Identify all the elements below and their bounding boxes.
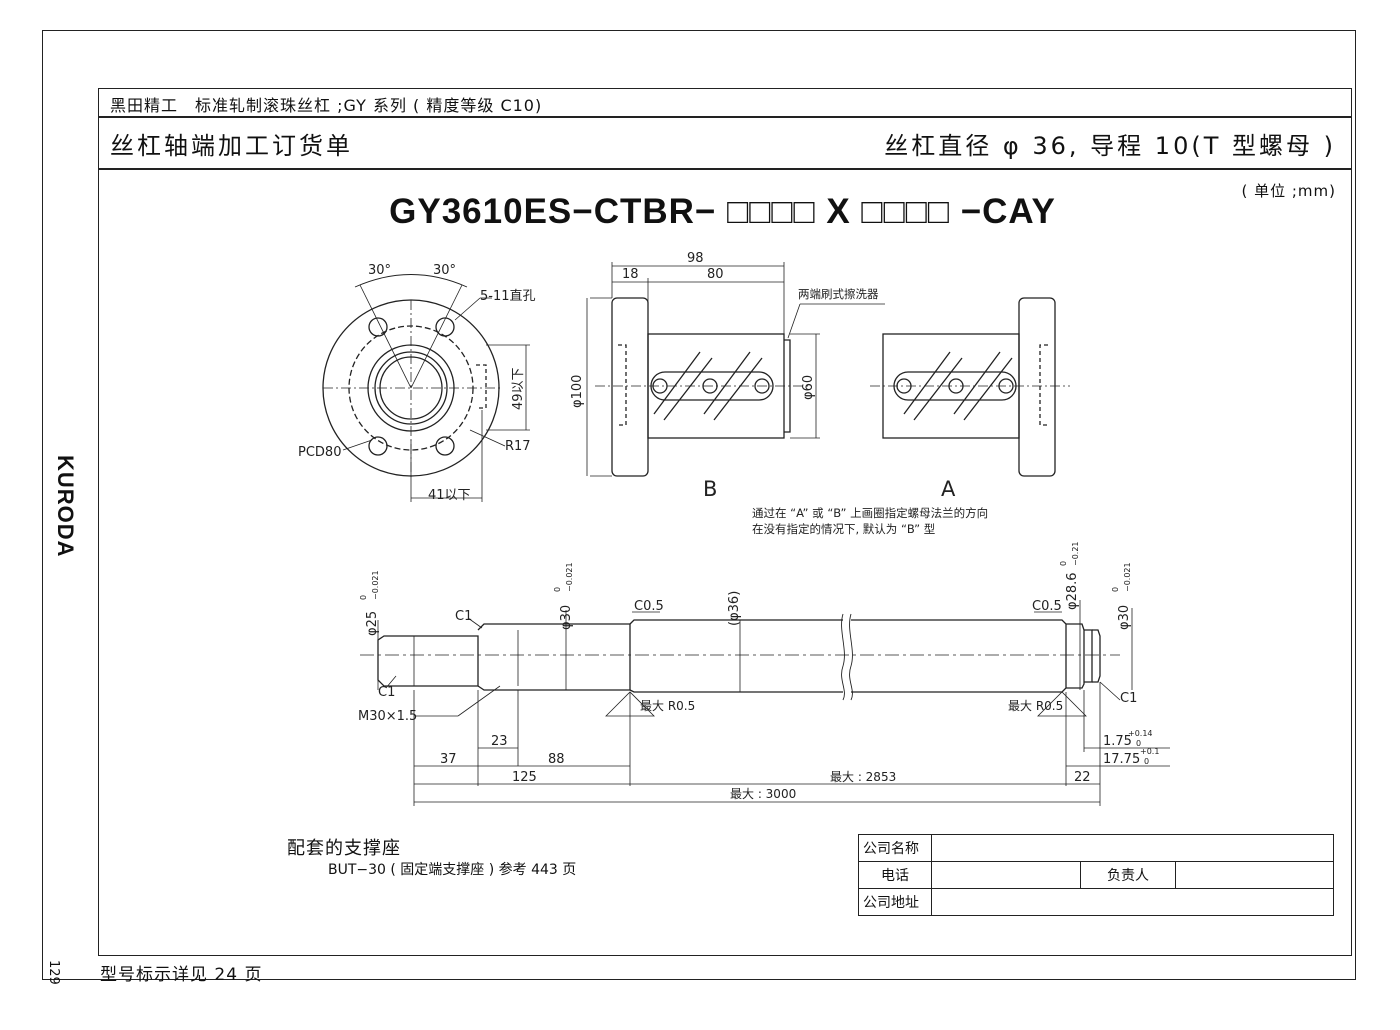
nut-note-1: 通过在 “A” 或 “B” 上画圈指定螺母法兰的方向 bbox=[752, 506, 988, 520]
company-name-label: 公司名称 bbox=[858, 834, 932, 862]
brand-logo: KURODA bbox=[53, 455, 78, 558]
shaft-dim-3000: 最大 : 3000 bbox=[730, 787, 796, 801]
nut-wiper-label: 两端刷式擦洗器 bbox=[798, 287, 879, 301]
shaft-radius-left: 最大 R0.5 bbox=[640, 699, 695, 713]
shaft-chamfer-c1-top: C1 bbox=[455, 609, 472, 624]
flange-pcd-label: PCD80 bbox=[298, 445, 341, 460]
shaft-dim-1775-tol-up: +0.1 bbox=[1140, 747, 1159, 756]
shaft-chamfer-c1-bottom: C1 bbox=[378, 685, 395, 700]
page-number: 129 bbox=[46, 960, 61, 985]
contact-field[interactable] bbox=[1175, 861, 1334, 889]
shaft-dia-36: (φ36) bbox=[727, 591, 742, 626]
shaft-dim-175-tol-up: +0.14 bbox=[1128, 729, 1153, 738]
shaft-dim-88: 88 bbox=[548, 752, 565, 767]
nut-flange-diameter: φ100 bbox=[570, 375, 585, 408]
flange-angle-right: 30° bbox=[433, 263, 456, 278]
shaft-dim-22: 22 bbox=[1074, 770, 1091, 785]
shaft-dim-1775-tol-low: 0 bbox=[1144, 757, 1149, 766]
shaft-dim-2853: 最大 : 2853 bbox=[830, 770, 896, 784]
shaft-dim-175-tol-low: 0 bbox=[1136, 739, 1141, 748]
support-reference: BUT−30 ( 固定端支撑座 ) 参考 443 页 bbox=[328, 862, 577, 878]
flange-width-label: 41以下 bbox=[428, 488, 471, 503]
nut-view-label-a: A bbox=[941, 477, 956, 501]
shaft-radius-right: 最大 R0.5 bbox=[1008, 699, 1063, 713]
contact-label: 负责人 bbox=[1080, 861, 1176, 889]
unit-note: ( 单位 ;mm) bbox=[1241, 182, 1336, 200]
shaft-dim-125: 125 bbox=[512, 770, 537, 785]
screw-spec: 丝杠直径 φ 36, 导程 10(T 型螺母 ) bbox=[884, 132, 1336, 160]
shaft-dim-1775: 17.75 bbox=[1103, 752, 1140, 767]
shaft-chamfer-c05-right: C0.5 bbox=[1032, 599, 1062, 614]
phone-label: 电话 bbox=[858, 861, 932, 889]
nut-view-label-b: B bbox=[703, 477, 717, 501]
shaft-thread-label: M30×1.5 bbox=[358, 709, 417, 724]
shaft-chamfer-c1-right: C1 bbox=[1120, 691, 1137, 706]
shaft-dia-30-tol-up: 0 bbox=[553, 587, 562, 592]
address-field[interactable] bbox=[931, 888, 1334, 916]
inner-frame bbox=[98, 88, 1352, 956]
flange-hole-label: 5-11直孔 bbox=[480, 289, 536, 304]
shaft-dia-25: φ25 bbox=[365, 611, 380, 636]
shaft-dia-30-right-tol-up: 0 bbox=[1111, 587, 1120, 592]
outer-frame bbox=[42, 30, 1356, 980]
flange-view bbox=[322, 274, 530, 502]
header-series: 黑田精工 标准轧制滚珠丝杠 ;GY 系列 ( 精度等级 C10) bbox=[110, 96, 543, 115]
shaft-dia-28-tol-up: 0 bbox=[1059, 561, 1068, 566]
shaft-dim-175: 1.75 bbox=[1103, 734, 1132, 749]
phone-field[interactable] bbox=[931, 861, 1081, 889]
nut-dim-total: 98 bbox=[687, 251, 704, 266]
flange-height-label: 49以下 bbox=[511, 367, 526, 410]
flange-radius-label: R17 bbox=[505, 439, 531, 454]
nut-body-diameter: φ60 bbox=[801, 375, 816, 400]
shaft-chamfer-c05-left: C0.5 bbox=[634, 599, 664, 614]
shaft-view bbox=[360, 600, 1170, 806]
nut-view-b bbox=[586, 262, 885, 477]
nut-view-a bbox=[870, 297, 1070, 477]
shaft-dim-23: 23 bbox=[491, 734, 508, 749]
shaft-dia-25-tol-low: −0.021 bbox=[371, 570, 380, 600]
page-title: 丝杠轴端加工订货单 bbox=[110, 132, 353, 160]
footnote: 型号标示详见 24 页 bbox=[100, 965, 263, 985]
shaft-dia-28-tol-low: −0.21 bbox=[1071, 541, 1080, 566]
shaft-dia-30-tol-low: −0.021 bbox=[565, 562, 574, 592]
shaft-dia-28: φ28.6 bbox=[1065, 572, 1080, 610]
support-title: 配套的支撑座 bbox=[287, 838, 401, 859]
shaft-dia-25-tol-up: 0 bbox=[359, 595, 368, 600]
header-divider-1 bbox=[98, 116, 1352, 118]
nut-dim-body: 80 bbox=[707, 267, 724, 282]
header-divider-2 bbox=[98, 168, 1352, 170]
shaft-dim-37: 37 bbox=[440, 752, 457, 767]
nut-note-2: 在没有指定的情况下, 默认为 “B” 型 bbox=[752, 522, 935, 536]
shaft-dia-30: φ30 bbox=[559, 605, 574, 630]
model-code: GY3610ES−CTBR− □□□□ X □□□□ −CAY bbox=[389, 192, 1056, 231]
shaft-dia-30-right: φ30 bbox=[1117, 605, 1132, 630]
flange-angle-left: 30° bbox=[368, 263, 391, 278]
company-name-field[interactable] bbox=[931, 834, 1334, 862]
address-label: 公司地址 bbox=[858, 888, 932, 916]
nut-dim-flange: 18 bbox=[622, 267, 639, 282]
shaft-dia-30-right-tol-low: −0.021 bbox=[1123, 562, 1132, 592]
order-form: 公司名称 电话 负责人 公司地址 bbox=[858, 834, 1334, 916]
